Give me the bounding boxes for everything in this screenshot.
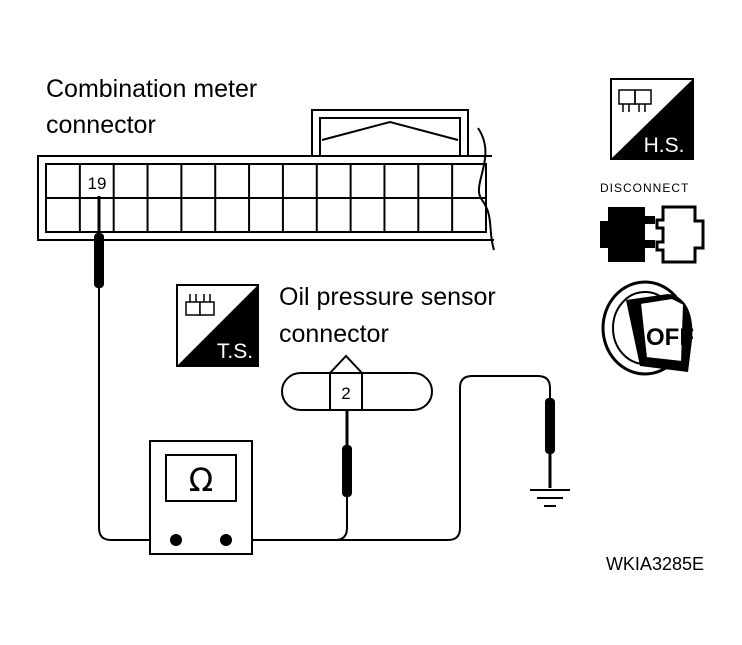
ground-symbol — [530, 489, 570, 507]
probe-oil-sensor-pin-2 — [342, 410, 352, 497]
probe-meter-pin-19 — [94, 196, 104, 288]
combination-meter-label-line2: connector — [46, 111, 156, 139]
terminal-side-badge: T.S. — [176, 284, 259, 367]
harness-side-badge-text: H.S. — [644, 134, 685, 157]
combination-meter-connector — [37, 109, 495, 251]
connector-pin-grid — [46, 164, 486, 232]
figure-code: WKIA3285E — [606, 554, 704, 574]
meter-pin-19-label: 19 — [88, 174, 107, 193]
oil-sensor-label-line1: Oil pressure sensor — [279, 283, 496, 311]
ignition-off-text: OFF — [646, 324, 694, 351]
ohmmeter — [149, 440, 253, 555]
probe-ground — [545, 398, 555, 488]
disconnect-connector-icon — [600, 205, 705, 264]
combination-meter-label-line1: Combination meter — [46, 75, 257, 103]
harness-connector-icon — [618, 89, 652, 112]
terminal-side-badge-text: T.S. — [217, 340, 253, 363]
harness-side-badge: H.S. — [610, 78, 694, 160]
test-leads — [98, 196, 551, 541]
disconnect-label: DISCONNECT — [600, 181, 689, 195]
oil-sensor-label-line2: connector — [279, 320, 389, 348]
oil-sensor-pin-2-label: 2 — [341, 384, 350, 403]
ignition-off-icon: OFF — [601, 280, 694, 376]
oil-sensor-connector — [281, 354, 433, 411]
terminal-connector-icon — [185, 294, 215, 316]
ohm-symbol: Ω — [189, 461, 213, 499]
